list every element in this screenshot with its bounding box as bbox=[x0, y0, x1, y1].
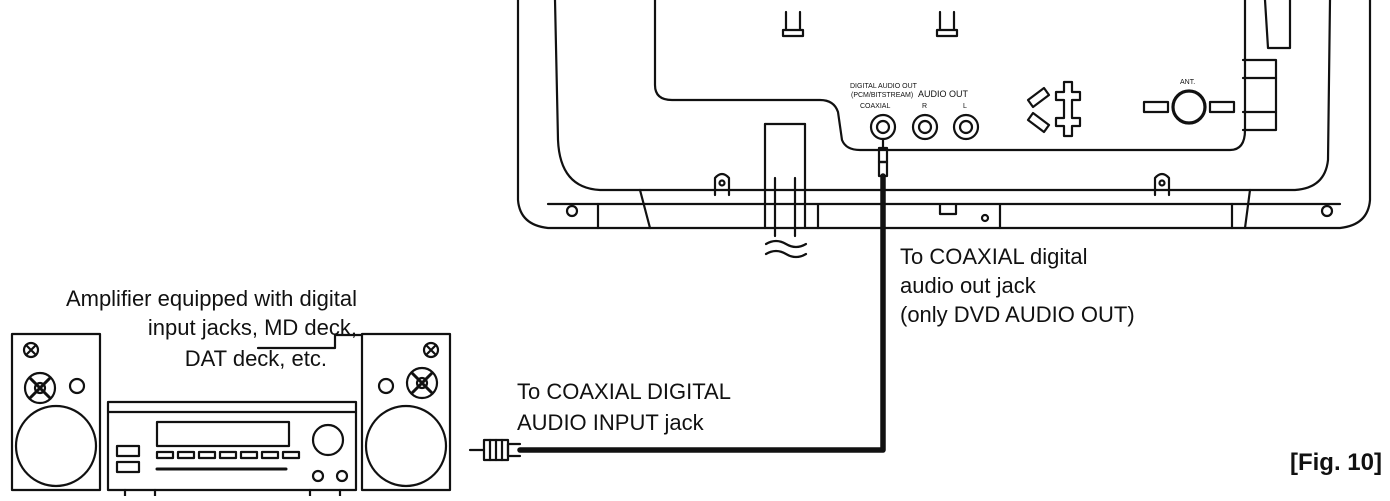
clip-icon bbox=[781, 10, 805, 38]
screw-icon bbox=[24, 343, 38, 357]
audio-out-r-jack bbox=[911, 113, 939, 141]
pcm-bitstream-label: (PCM/BITSTREAM) bbox=[851, 92, 913, 99]
audio-out-label: AUDIO OUT bbox=[918, 89, 969, 99]
tv-jack-label-line1: To COAXIAL digital bbox=[900, 244, 1088, 269]
tv-rear-panel bbox=[516, 0, 1372, 230]
antenna-jack bbox=[1142, 89, 1236, 125]
amplifier-unit bbox=[106, 400, 358, 498]
audio-out-l-jack bbox=[952, 113, 980, 141]
left-speaker bbox=[10, 332, 102, 492]
amplifier-label-line1: Amplifier equipped with digital bbox=[66, 286, 357, 311]
power-cord bbox=[763, 122, 808, 259]
tv-jack-label-line2: audio out jack bbox=[900, 273, 1037, 298]
clip-icon bbox=[935, 10, 959, 38]
amp-jack-label-line1: To COAXIAL DIGITAL bbox=[517, 379, 731, 404]
rca-plug-icon bbox=[468, 438, 522, 462]
audio-out-l-label: L bbox=[963, 103, 967, 110]
digital-audio-out-label: DIGITAL AUDIO OUT bbox=[850, 83, 918, 90]
volume-knob-icon bbox=[311, 423, 345, 457]
amplifier-label-line2: input jacks, MD deck, bbox=[148, 315, 357, 340]
leader-line bbox=[256, 333, 364, 350]
right-speaker bbox=[360, 332, 452, 492]
screw-icon bbox=[424, 343, 438, 357]
audio-out-r-label: R bbox=[922, 103, 927, 110]
display-window bbox=[155, 420, 291, 448]
amp-jack-label-line2: AUDIO INPUT jack bbox=[517, 410, 705, 435]
ant-label: ANT. bbox=[1180, 79, 1195, 86]
coaxial-label: COAXIAL bbox=[860, 103, 890, 110]
coaxial-cable bbox=[517, 137, 889, 453]
coaxial-out-jack bbox=[869, 113, 897, 141]
tv-jack-label-line3: (only DVD AUDIO OUT) bbox=[900, 302, 1135, 327]
figure-label: [Fig. 10] bbox=[1290, 449, 1382, 476]
latch-icon bbox=[1026, 80, 1082, 138]
amplifier-label-line3: DAT deck, etc. bbox=[185, 346, 327, 371]
